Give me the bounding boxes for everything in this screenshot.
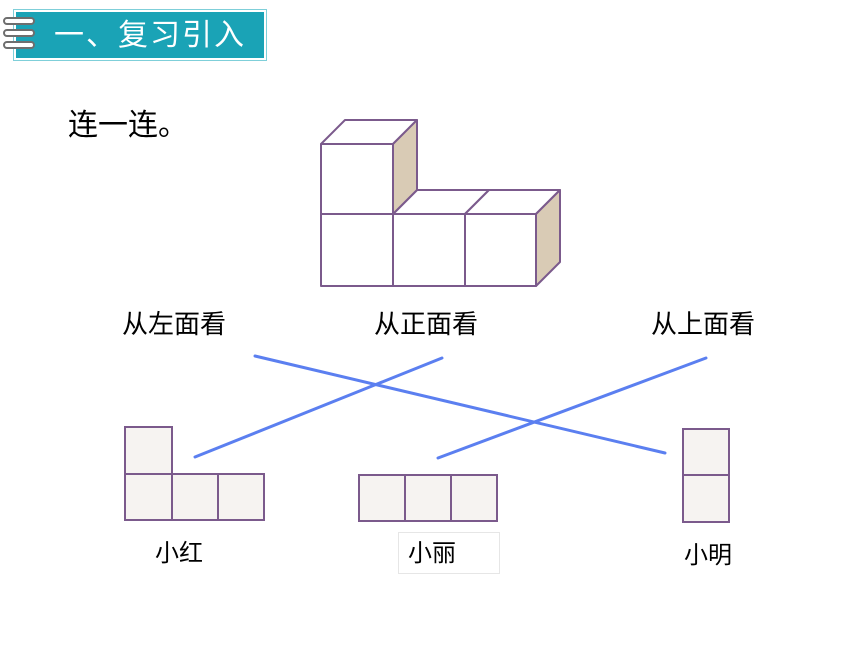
- view-tile: [124, 426, 173, 475]
- name-xiaohong: 小红: [155, 539, 203, 567]
- view-xiaoli: [358, 474, 498, 522]
- label-top-view: 从上面看: [651, 310, 756, 340]
- cube-front-face: [392, 213, 466, 287]
- binder-rings-icon: [3, 17, 35, 49]
- section-header: 一、复习引入: [14, 10, 266, 60]
- connector-line: [436, 356, 708, 460]
- view-tile: [682, 428, 730, 476]
- connectors: [193, 354, 708, 460]
- view-tile: [404, 474, 452, 522]
- view-tile: [217, 473, 265, 521]
- name-xiaoli: 小丽: [408, 539, 456, 567]
- cube-front-face: [320, 143, 394, 215]
- view-tile: [171, 473, 219, 521]
- view-xiaohong: [124, 426, 265, 521]
- name-xiaoming: 小明: [684, 541, 732, 569]
- cube-front-face: [320, 213, 394, 287]
- view-tile: [682, 474, 730, 523]
- instruction-text: 连一连。: [68, 108, 188, 143]
- label-front-view: 从正面看: [374, 310, 479, 340]
- name-box-xiaoli: [398, 532, 500, 574]
- view-xiaoming: [682, 428, 730, 523]
- view-tile: [358, 474, 406, 522]
- connector-line: [193, 356, 444, 459]
- label-left-view: 从左面看: [122, 310, 227, 340]
- view-tile: [124, 473, 173, 521]
- cube-front-face: [464, 213, 537, 287]
- view-tile: [450, 474, 498, 522]
- section-title: 一、复习引入: [54, 18, 246, 53]
- connector-line: [253, 354, 667, 455]
- cube-solid: [320, 119, 561, 287]
